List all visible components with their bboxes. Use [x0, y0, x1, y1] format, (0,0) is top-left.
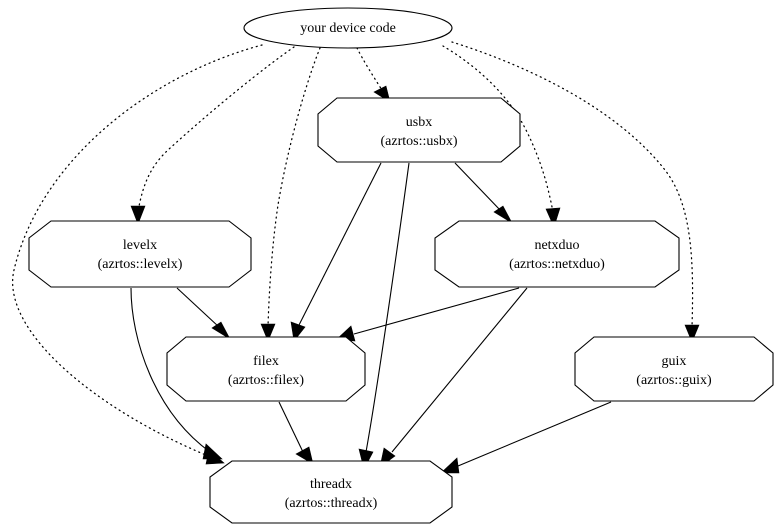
node-netxduo-label-line1: netxduo: [534, 238, 579, 253]
node-filex-label-line1: filex: [253, 354, 279, 369]
edge-netxduo-to-threadx: [379, 287, 528, 468]
edge-netxduo-to-filex: [336, 287, 520, 342]
edge-guix-to-threadx: [440, 401, 612, 474]
node-levelx-label-line1: levelx: [123, 238, 157, 253]
edge-device-to-filex: [260, 47, 321, 342]
edge-device-to-usbx: [356, 47, 391, 103]
node-levelx-label-line2: (azrtos::levelx): [98, 257, 183, 272]
node-device-code[interactable]: your device code: [243, 7, 453, 49]
node-levelx[interactable]: levelx (azrtos::levelx): [28, 220, 252, 288]
edge-levelx-to-threadx: [130, 287, 223, 460]
edge-filex-to-threadx: [278, 401, 314, 465]
node-threadx[interactable]: threadx (azrtos::threadx): [209, 460, 453, 524]
edge-levelx-to-filex: [176, 287, 231, 340]
node-netxduo-label-line2: (azrtos::netxduo): [509, 257, 605, 272]
node-netxduo[interactable]: netxduo (azrtos::netxduo): [434, 220, 680, 288]
node-device-code-label: your device code: [300, 21, 396, 36]
node-filex-label-line2: (azrtos::filex): [228, 373, 305, 388]
node-threadx-label-line2: (azrtos::threadx): [285, 496, 378, 511]
node-filex[interactable]: filex (azrtos::filex): [166, 336, 366, 402]
node-guix[interactable]: guix (azrtos::guix): [574, 336, 774, 402]
edge-usbx-to-netxduo: [454, 162, 513, 224]
node-threadx-label-line1: threadx: [310, 477, 352, 492]
node-usbx-label-line2: (azrtos::usbx): [381, 134, 458, 149]
edge-device-to-guix: [451, 41, 700, 343]
node-guix-label-line1: guix: [662, 354, 687, 369]
edge-usbx-to-filex: [290, 162, 382, 342]
node-usbx[interactable]: usbx (azrtos::usbx): [317, 97, 521, 163]
node-guix-label-line2: (azrtos::guix): [636, 373, 712, 388]
node-usbx-label-line1: usbx: [406, 115, 432, 130]
edge-device-to-levelx: [130, 46, 295, 225]
edge-usbx-to-threadx: [358, 162, 410, 470]
edge-device-to-netxduo: [442, 45, 561, 228]
